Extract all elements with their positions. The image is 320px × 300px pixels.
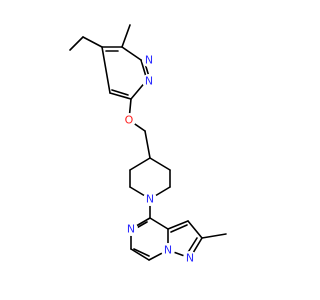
bond xyxy=(149,217,169,230)
nitrogen-label: N xyxy=(145,54,153,67)
bond xyxy=(170,224,188,233)
bond xyxy=(130,248,150,261)
atom-n-pyrazole: N xyxy=(183,251,197,265)
bond xyxy=(69,36,84,51)
bond xyxy=(201,233,227,239)
atom-n-piperidine: N xyxy=(143,192,157,206)
oxygen-label: O xyxy=(125,114,134,127)
bond xyxy=(149,157,171,171)
bond xyxy=(109,92,132,100)
nitrogen-label: N xyxy=(146,193,154,206)
bond xyxy=(121,46,142,61)
bond xyxy=(133,248,150,257)
atom-n-pyridazine-2: N xyxy=(142,74,156,88)
nitrogen-label: N xyxy=(127,223,135,236)
atom-n-pyridazine-1: N xyxy=(142,53,156,67)
atom-o-ether: O xyxy=(122,113,136,127)
bond xyxy=(121,24,131,48)
nitrogen-label: N xyxy=(164,244,172,257)
bond xyxy=(82,36,103,48)
nitrogen-label: N xyxy=(186,252,194,265)
atom-n-bridge: N xyxy=(161,243,175,257)
bond xyxy=(144,130,151,159)
bond xyxy=(187,220,203,239)
bond xyxy=(101,46,111,94)
bond xyxy=(167,220,189,230)
atom-labels: N N O N N N N xyxy=(122,53,197,265)
structure-diagram: N N O N N N N xyxy=(69,24,227,265)
bond xyxy=(129,157,151,171)
nitrogen-label: N xyxy=(145,75,153,88)
atom-n-pyrazine: N xyxy=(124,222,138,236)
molecule-canvas: N N O N N N N xyxy=(69,24,227,265)
bond xyxy=(111,89,129,96)
